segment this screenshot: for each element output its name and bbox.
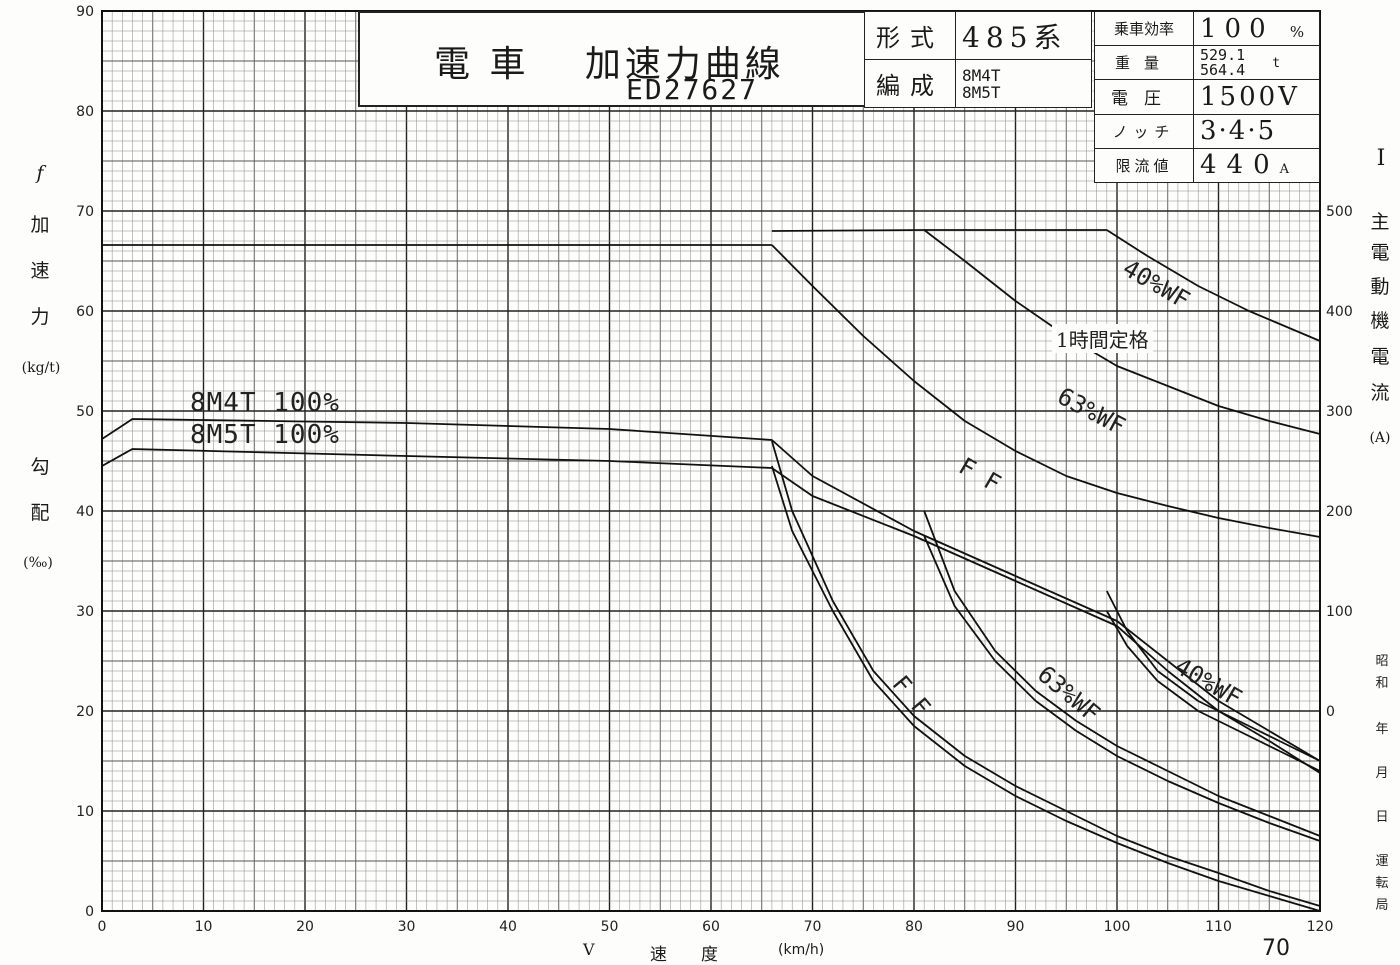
label-rating: 1時間定格 — [1052, 324, 1153, 353]
cond-label-current-limit: 限流値 — [1094, 147, 1194, 184]
left-axis-label-kou: 勾 — [30, 456, 50, 478]
x-tick-label: 30 — [398, 919, 416, 935]
side-char-4: 日 — [1375, 810, 1389, 825]
side-char-2: 年 — [1375, 722, 1389, 737]
left-axis-label-ka: 加 — [30, 214, 50, 236]
chart-code: ED27627 — [626, 73, 759, 106]
right-axis-label-2: 動 — [1370, 276, 1390, 298]
cond-label-voltage: 電圧 — [1094, 79, 1194, 115]
right-axis-unit: (A) — [1369, 430, 1391, 446]
cond-value-current-limit: 440A — [1193, 147, 1320, 184]
chart-title: 電 車 加速力曲線 — [434, 44, 785, 85]
cond-label-weight: 重量 — [1094, 45, 1194, 81]
cond-label-load: 乗車効率 — [1094, 10, 1194, 47]
right-axis-label-4: 電 — [1370, 346, 1390, 368]
x-tick-label: 80 — [905, 919, 923, 935]
side-char-5: 運 — [1375, 854, 1389, 869]
side-char-0: 昭 — [1375, 654, 1389, 669]
side-char-7: 局 — [1375, 898, 1389, 913]
y-tick-label: 90 — [76, 4, 94, 20]
spec-value-formation: 8M4T 8M5T — [955, 59, 1092, 108]
side-char-1: 和 — [1375, 676, 1389, 691]
y-tick-label: 50 — [76, 404, 94, 420]
series-line-11 — [1106, 610, 1321, 772]
cond-value-notch: 3·4·5 — [1193, 113, 1320, 149]
left-axis-label-f: f — [36, 162, 44, 184]
left-axis-label-bai: 配 — [30, 502, 50, 524]
y-tick-label: 80 — [76, 104, 94, 120]
series-line-3 — [771, 465, 1321, 912]
x-tick-label: 110 — [1205, 919, 1232, 935]
spec-table: 形式 485系 編成 8M4T 8M5T — [864, 11, 1092, 108]
x-tick-label: 70 — [804, 919, 822, 935]
cond-value-weight: 529.1 564.4 t — [1193, 45, 1320, 81]
y-tick-label: 40 — [76, 504, 94, 520]
x-tick-labels: 0 10 20 30 40 50 60 70 80 90 100 110 120 — [98, 919, 1334, 935]
series-line-7 — [923, 229, 1321, 435]
y2-tick-label: 400 — [1326, 304, 1353, 320]
x-axis-unit: (km/h) — [778, 942, 825, 958]
conditions-table: 乗車効率 100 % 重量 529.1 564.4 t 電圧 1500V ノッチ… — [1094, 10, 1320, 184]
series-line-8 — [1106, 229, 1321, 342]
y2-tick-label: 300 — [1326, 404, 1353, 420]
x-axis-v-label: V — [583, 940, 595, 959]
right-axis-label-1: 電 — [1370, 242, 1390, 264]
y-tick-label: 10 — [76, 804, 94, 820]
page-number: 70 — [1262, 936, 1290, 961]
y-tick-label: 0 — [85, 904, 94, 920]
label-8m5t: 8M5T 100% — [190, 420, 340, 450]
cond-value-voltage: 1500V — [1193, 79, 1320, 115]
side-char-6: 転 — [1375, 876, 1389, 891]
y2-tick-label: 200 — [1326, 504, 1353, 520]
right-axis-roman: I — [1376, 146, 1386, 171]
spec-label-formation: 編成 — [864, 59, 956, 108]
y2-tick-label: 0 — [1326, 704, 1335, 720]
y2-tick-label: 500 — [1326, 204, 1353, 220]
label-8m4t: 8M4T 100% — [190, 388, 340, 418]
y2-tick-labels: 0 100 200 300 400 500 — [1326, 204, 1353, 720]
y-tick-label: 20 — [76, 704, 94, 720]
right-axis-label-0: 主 — [1370, 211, 1390, 233]
spec-label-type: 形式 — [864, 11, 956, 60]
series-line-0 — [101, 418, 1321, 762]
series-line-6 — [771, 244, 1321, 538]
series-line-10 — [1105, 590, 1321, 762]
series-line-5 — [923, 535, 1321, 842]
series-line-4 — [923, 510, 1321, 837]
x-tick-label: 40 — [499, 919, 517, 935]
left-axis-unit2: (‰) — [23, 555, 53, 571]
series-line-2 — [771, 440, 1321, 907]
chart-series — [101, 229, 1321, 912]
x-tick-label: 120 — [1307, 919, 1334, 935]
y-tick-labels: 0 10 20 30 40 50 60 70 80 90 — [76, 4, 94, 920]
title-box: 電 車 加速力曲線 ED27627 — [358, 11, 866, 107]
left-axis-label-ryoku: 力 — [30, 306, 50, 328]
x-tick-label: 50 — [601, 919, 619, 935]
x-tick-label: 20 — [296, 919, 314, 935]
x-tick-label: 90 — [1007, 919, 1025, 935]
series-line-9 — [771, 229, 1107, 232]
side-char-3: 月 — [1375, 766, 1389, 781]
x-tick-label: 100 — [1104, 919, 1131, 935]
cond-label-notch: ノッチ — [1094, 113, 1194, 149]
left-axis-unit: (kg/t) — [21, 360, 61, 376]
y-tick-label: 70 — [76, 204, 94, 220]
left-axis-label-soku: 速 — [30, 260, 50, 282]
x-tick-label: 60 — [702, 919, 720, 935]
y2-tick-label: 100 — [1326, 604, 1353, 620]
right-axis-label-3: 機 — [1370, 310, 1390, 332]
y-tick-label: 60 — [76, 304, 94, 320]
spec-value-type: 485系 — [955, 11, 1092, 60]
x-tick-label: 0 — [98, 919, 107, 935]
x-axis-speed-label: 速 度 — [650, 945, 718, 965]
cond-value-load: 100 % — [1193, 10, 1320, 47]
right-axis-label-5: 流 — [1370, 382, 1390, 404]
x-tick-label: 10 — [195, 919, 213, 935]
y-tick-label: 30 — [76, 604, 94, 620]
